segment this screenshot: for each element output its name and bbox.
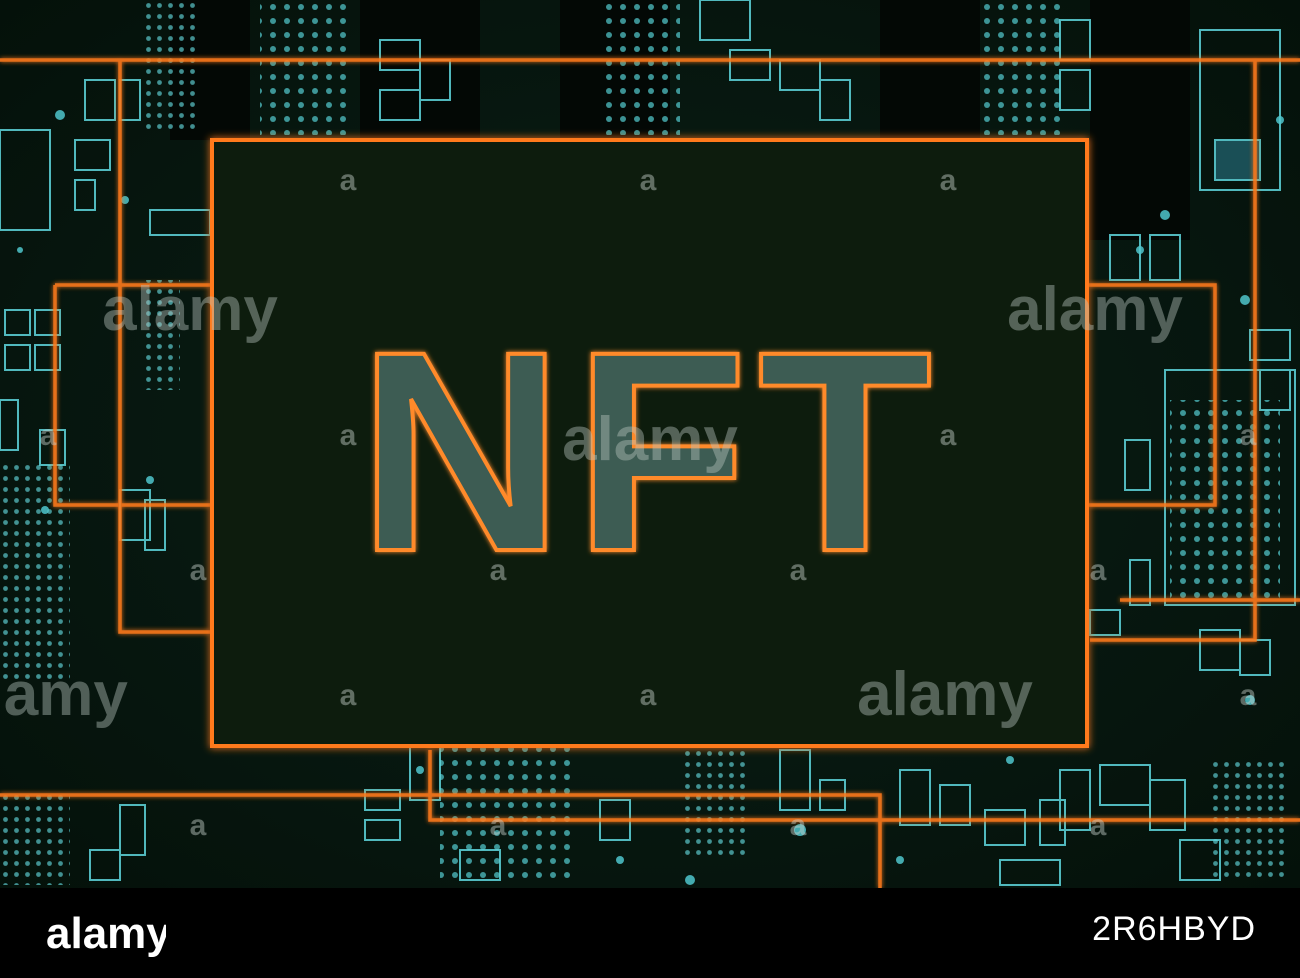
watermark-mark: a [1240,679,1257,712]
watermark-text: alamy [857,660,1033,729]
alamy-logo: alamy [46,909,166,958]
watermark-marks: a a a a a a a a a a a a a a a a a a [40,164,1257,842]
watermark-mark: a [340,419,357,452]
watermark-text: alamy [102,275,278,344]
watermark-text: alamy [0,660,128,729]
watermark-mark: a [940,164,957,197]
watermark-mark: a [1090,554,1107,587]
orange-traces [0,58,1300,888]
watermark-mark: a [190,809,207,842]
watermark-mark: a [1090,809,1107,842]
alamy-logo-text: alamy [46,909,166,958]
watermark-mark: a [490,809,507,842]
watermarks: alamy alamy alamy alamy alamy [0,275,1183,729]
solder-pads [17,110,1284,885]
alamy-footer-bar: alamy 2R6HBYD [0,888,1300,978]
circuit-board-artwork: NFT alamy alamy alamy alamy alamy a a a … [0,0,1300,888]
circuit-components [0,0,1296,886]
watermark-mark: a [790,809,807,842]
watermark-mark: a [1240,419,1257,452]
nft-text: NFT [358,293,942,611]
watermark-mark: a [940,419,957,452]
watermark-mark: a [40,419,57,452]
watermark-mark: a [490,554,507,587]
watermark-mark: a [190,554,207,587]
nft-chip-panel [210,138,1089,748]
watermark-mark: a [340,679,357,712]
watermark-mark: a [790,554,807,587]
watermark-mark: a [340,164,357,197]
watermark-mark: a [640,164,657,197]
bga-arrays [0,0,1290,885]
watermark-mark: a [640,679,657,712]
watermark-text: alamy [1007,275,1183,344]
image-id: 2R6HBYD [1092,910,1256,948]
watermark-text: alamy [562,405,738,474]
